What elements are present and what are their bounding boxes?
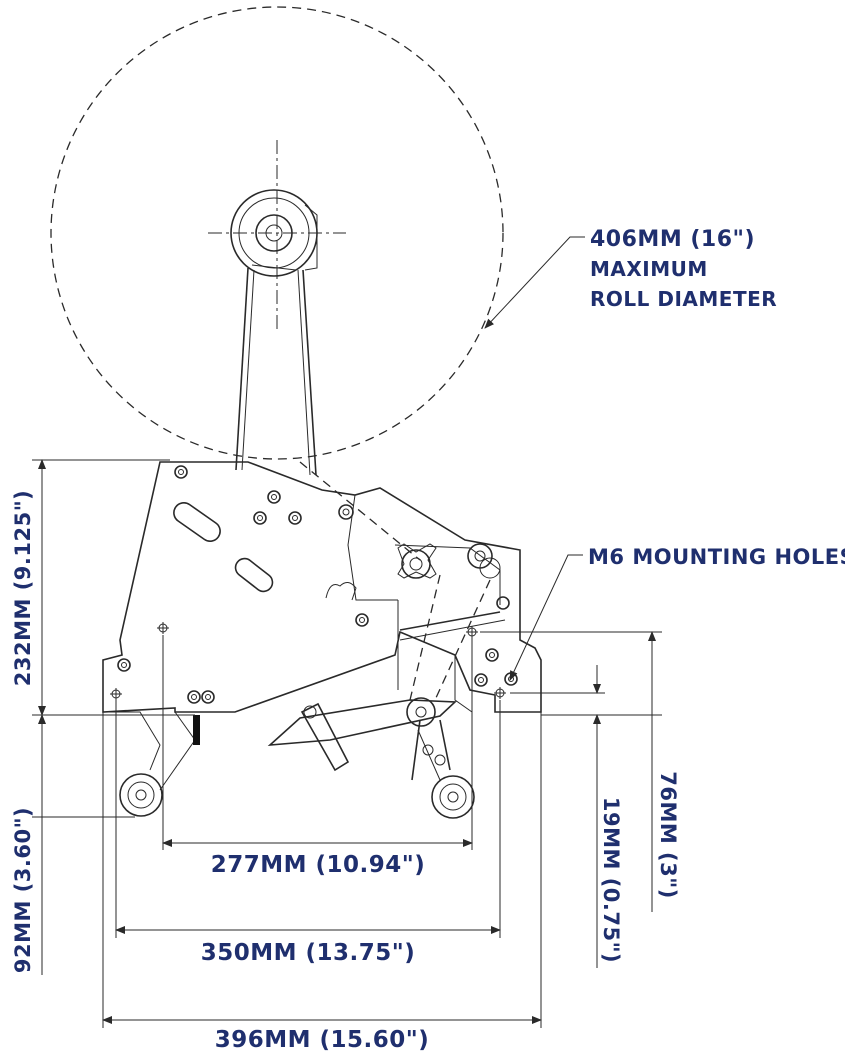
mounting-hole-left-upper	[157, 622, 169, 634]
dim-92mm-label: 92MM (3.60")	[11, 807, 35, 973]
callout-text-roll: 406MM (16") MAXIMUM ROLL DIAMETER	[590, 227, 777, 311]
mounting-hole-right-lower	[494, 687, 506, 699]
mounting-hole-markers	[110, 622, 506, 700]
roll-hub	[230, 189, 318, 277]
dim-396mm-label: 396MM (15.60")	[215, 1027, 430, 1053]
callout-leaders	[484, 236, 585, 681]
roll-support-arm	[235, 267, 317, 476]
dancer-assembly	[299, 461, 510, 641]
mounting-hole-left-lower	[110, 688, 122, 700]
max-roll-circle	[50, 6, 504, 460]
right-nip-roller	[431, 775, 475, 819]
main-frame-plate	[102, 461, 542, 713]
roll-diameter-value: 406MM (16")	[590, 227, 755, 252]
dim-232mm-label: 232MM (9.125")	[11, 490, 35, 687]
dim-19mm-label: 19MM (0.75")	[599, 797, 623, 963]
dim-350mm-label: 350MM (13.75")	[201, 940, 416, 966]
peel-mechanism	[267, 557, 501, 781]
roll-diameter-caption-1: MAXIMUM	[590, 257, 708, 281]
dim-76mm-label: 76MM (3")	[656, 771, 680, 899]
lower-rollers	[103, 711, 475, 819]
roll-outline	[50, 6, 504, 460]
mounting-holes-label: M6 MOUNTING HOLES	[588, 545, 845, 569]
mounting-hole-right-upper	[466, 626, 478, 638]
dim-277mm-label: 277MM (10.94")	[211, 852, 426, 878]
left-nip-roller	[119, 773, 163, 817]
frame-bolts	[117, 465, 518, 704]
roll-diameter-caption-2: ROLL DIAMETER	[590, 287, 777, 311]
dimension-lines	[32, 459, 662, 1028]
